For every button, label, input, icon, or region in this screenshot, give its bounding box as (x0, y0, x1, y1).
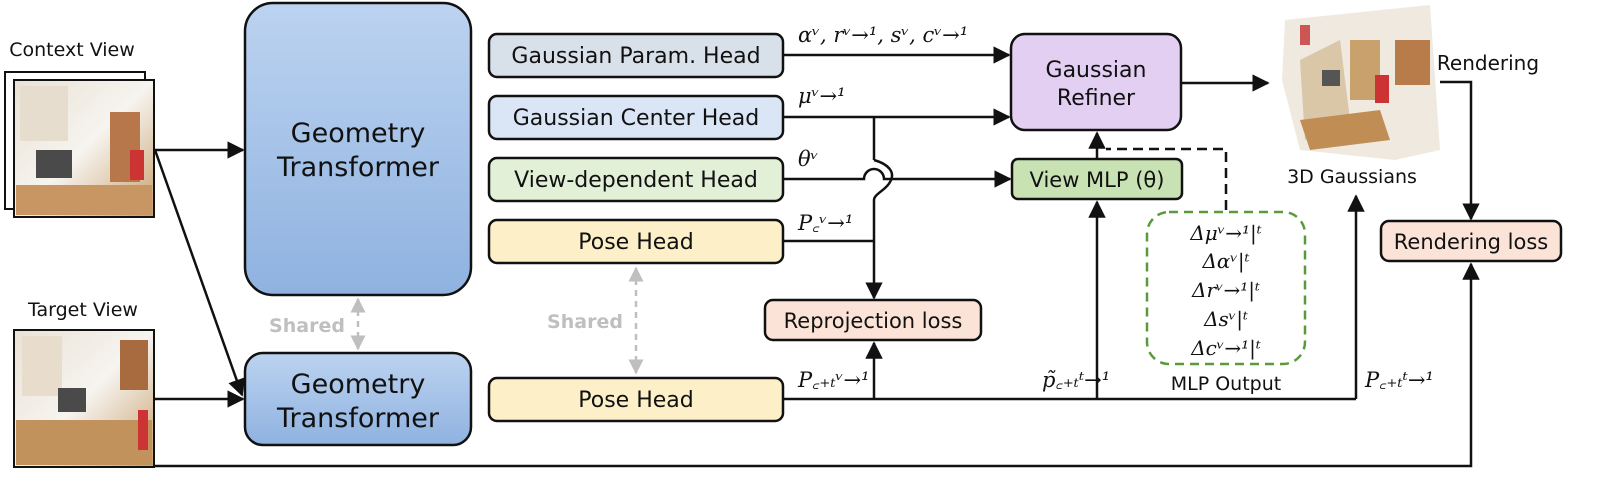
arrow-context-to-gt-bottom (153, 149, 245, 397)
arrow-target-to-rendering-loss (155, 262, 1480, 468)
gaussians-3d-label: 3D Gaussians (1287, 166, 1417, 188)
gaussians-3d-image (1282, 5, 1440, 160)
view-output-math: θᵛ (798, 147, 818, 171)
rendering-loss-box: Rendering loss (1379, 219, 1563, 263)
pose-head-top: Pose Head (487, 218, 785, 265)
view-dependent-head-label: View-dependent Head (514, 168, 758, 193)
geometry-transformer-top-line2: Transformer (276, 152, 440, 183)
reprojection-loss-label: Reprojection loss (784, 309, 963, 333)
geometry-transformer-bottom: Geometry Transformer (243, 351, 473, 447)
pose-head-bottom: Pose Head (487, 376, 785, 423)
context-view-label: Context View (9, 39, 135, 61)
mlp-item-delta-alpha: Δαᵛ|ᵗ (1201, 249, 1249, 274)
context-view-image (4, 71, 155, 218)
pose-top-output-math: P꜀ᵛ→¹ (797, 211, 853, 235)
view-mlp-box: View MLP (θ) (1010, 157, 1184, 201)
gaussian-param-head: Gaussian Param. Head (487, 32, 785, 79)
arrow-rendering-to-loss (1440, 80, 1480, 221)
geometry-transformer-top: Geometry Transformer (243, 1, 473, 297)
arrow-view-to-mlp (784, 167, 1012, 188)
param-output-math: αᵛ, rᵛ→¹, sᵛ, cᵛ→¹ (798, 23, 968, 47)
gaussian-param-head-label: Gaussian Param. Head (511, 44, 760, 69)
pose-head-top-label: Pose Head (578, 230, 693, 255)
pose-right-math: P꜀₊ₜᵗ→¹ (1364, 368, 1434, 392)
pose-bottom-output-math: P꜀₊ₜᵛ→¹ (797, 368, 870, 392)
geometry-transformer-top-line1: Geometry (291, 118, 426, 149)
gaussian-center-head: Gaussian Center Head (487, 94, 785, 141)
rendering-label: Rendering (1437, 51, 1539, 75)
line-center-drop-b (865, 158, 894, 300)
mlp-item-delta-r: Δrᵛ→¹|ᵗ (1191, 278, 1260, 303)
gaussian-refiner-line2: Refiner (1057, 86, 1136, 111)
target-view-image (13, 329, 155, 468)
gaussian-refiner-line1: Gaussian (1046, 58, 1147, 83)
geometry-transformer-bottom-line2: Transformer (276, 403, 440, 434)
geometry-transformer-bottom-line1: Geometry (291, 369, 426, 400)
center-output-math: μᵛ→¹ (798, 84, 846, 108)
view-dependent-head: View-dependent Head (487, 156, 785, 203)
mlp-item-delta-mu: Δμᵛ→¹|ᵗ (1189, 221, 1261, 246)
dashed-mlp-output-feedback (1106, 147, 1228, 210)
shared-label-left: Shared (269, 315, 345, 337)
p-tilde-math: p̃꜀₊ₜᵗ→¹ (1042, 368, 1110, 392)
mlp-output-box: Δμᵛ→¹|ᵗ Δαᵛ|ᵗ Δrᵛ→¹|ᵗ Δsᵛ|ᵗ Δcᵛ→¹|ᵗ (1145, 210, 1307, 366)
target-view-label: Target View (27, 299, 138, 321)
mlp-item-delta-c: Δcᵛ→¹|ᵗ (1190, 336, 1261, 361)
shared-label-mid: Shared (547, 311, 623, 333)
view-mlp-label: View MLP (θ) (1030, 168, 1165, 192)
gaussian-center-head-label: Gaussian Center Head (513, 106, 760, 131)
mlp-output-label: MLP Output (1171, 373, 1281, 395)
pose-head-bottom-label: Pose Head (578, 388, 693, 413)
mlp-item-delta-s: Δsᵛ|ᵗ (1203, 307, 1248, 332)
gaussian-refiner-box: Gaussian Refiner (1009, 32, 1183, 132)
reprojection-loss-box: Reprojection loss (763, 298, 983, 342)
rendering-loss-label: Rendering loss (1394, 230, 1548, 254)
